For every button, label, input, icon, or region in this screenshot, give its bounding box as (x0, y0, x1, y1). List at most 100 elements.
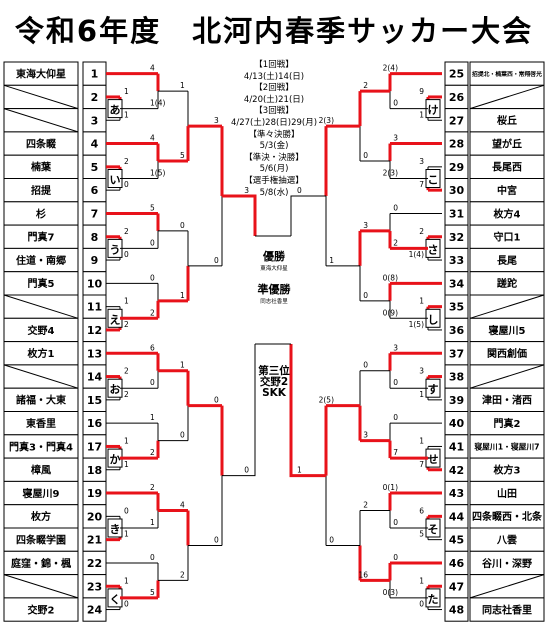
score: 3 (419, 367, 424, 376)
score: 0 (393, 518, 398, 527)
score: 0 (180, 221, 185, 230)
score: 7 (419, 180, 424, 189)
schedule-line: 4/27(土)28(日)29(月) (230, 117, 318, 128)
schedule-line: 4/20(土)21(日) (243, 94, 305, 105)
team-number: 45 (449, 534, 464, 547)
third-place-label: 第三位 (258, 365, 290, 377)
score: 1 (419, 297, 424, 306)
team-number: 39 (449, 394, 464, 407)
score: 2 (124, 320, 129, 329)
team-name: 楠葉 (30, 161, 52, 174)
score: 1 (150, 413, 155, 422)
team-number: 14 (87, 371, 103, 384)
team-number: 22 (87, 557, 102, 570)
team-name: 関西創価 (487, 347, 527, 360)
team-number: 19 (87, 487, 102, 500)
champion-label: 優勝 (263, 250, 285, 263)
team-number: 40 (449, 417, 465, 430)
team-name: 交野2 (28, 603, 55, 616)
score: 0 (329, 535, 334, 544)
score: 2 (180, 570, 185, 579)
score: 1 (419, 576, 424, 585)
score: 0(3) (383, 588, 398, 597)
sf-line (289, 344, 326, 478)
score: 5 (150, 203, 155, 212)
score: 0 (393, 378, 398, 387)
bye-slash (469, 84, 545, 110)
schedule-block: 【1回戦】 4/13(土)14(日) 【2回戦】 4/20(土)21(日) 【3… (222, 60, 326, 199)
team-name: 庭窪・錦・楓 (11, 557, 72, 570)
team-number: 35 (449, 301, 464, 314)
team-name: 枚方4 (494, 207, 521, 220)
score: 16 (358, 570, 368, 579)
group-label: け (428, 104, 439, 117)
group-label: た (428, 593, 439, 606)
team-number: 15 (87, 394, 102, 407)
score: 0 (393, 99, 398, 108)
third-place-team: SKK (262, 387, 286, 399)
bye-slash (3, 294, 79, 319)
team-number: 48 (449, 604, 464, 617)
team-number: 11 (87, 301, 102, 314)
score: 0 (214, 396, 219, 405)
team-name: 寝屋川1・寝屋川7 (474, 441, 539, 451)
score: 0 (150, 553, 155, 562)
group-label: い (110, 174, 121, 187)
team-name: 招提北・楠葉西・常翔啓光 (472, 70, 542, 78)
page-title: 令和6年度 北河内春季サッカー大会 (14, 14, 534, 48)
score: 3 (393, 343, 398, 352)
score: 0 (214, 256, 219, 265)
score: 1 (124, 110, 129, 119)
team-number: 18 (87, 464, 102, 477)
score: 1 (124, 436, 129, 445)
bye-slash (469, 294, 545, 319)
runner-up-label: 準優勝 (257, 283, 291, 296)
team-number: 43 (449, 487, 464, 500)
team-name: 長尾 (497, 255, 517, 267)
score: 0(9) (383, 308, 398, 317)
team-number: 7 (91, 207, 99, 220)
team-number: 37 (449, 347, 464, 360)
team-number: 1 (91, 68, 99, 81)
team-name: 寝屋川5 (489, 324, 526, 337)
team-number: 8 (91, 231, 99, 244)
score: 4 (150, 64, 155, 73)
group-label: あ (110, 104, 121, 117)
team-number: 10 (87, 277, 103, 290)
score: 1 (124, 87, 129, 96)
score: 2 (150, 483, 155, 492)
team-number: 34 (449, 277, 465, 290)
schedule-line: 【1回戦】 (254, 60, 294, 70)
runner-up-team: 同志社香里 (260, 299, 288, 305)
schedule-line: 【準決・決勝】 (244, 152, 304, 163)
group-label: し (428, 313, 439, 326)
team-name: 交野4 (28, 324, 55, 337)
score: 0 (393, 203, 398, 212)
score: 2(3) (383, 169, 398, 178)
team-number: 23 (87, 580, 102, 593)
score: 0 (150, 238, 155, 247)
schedule-line: 5/6(月) (259, 164, 289, 175)
score: 0 (180, 431, 185, 440)
team-name: 杉 (36, 207, 46, 220)
group-label: そ (428, 523, 439, 536)
score: 0 (297, 186, 302, 195)
score: 1 (180, 81, 185, 90)
score: 5 (180, 151, 185, 160)
third-place-team: 交野2 (259, 376, 289, 388)
score: 2 (124, 157, 129, 166)
score: 1 (124, 297, 129, 306)
score: 2 (150, 308, 155, 317)
score: 0(8) (383, 273, 398, 282)
team-name: 同志社香里 (482, 603, 532, 616)
team-number: 9 (91, 254, 99, 267)
team-name: 長尾西 (492, 162, 522, 174)
schedule-line: 【2回戦】 (254, 83, 294, 94)
score: 1 (124, 576, 129, 585)
team-number: 13 (87, 347, 102, 360)
team-number: 47 (449, 580, 464, 593)
score: 4 (150, 134, 155, 143)
group-label: く (110, 593, 121, 606)
score: 1 (124, 460, 129, 469)
